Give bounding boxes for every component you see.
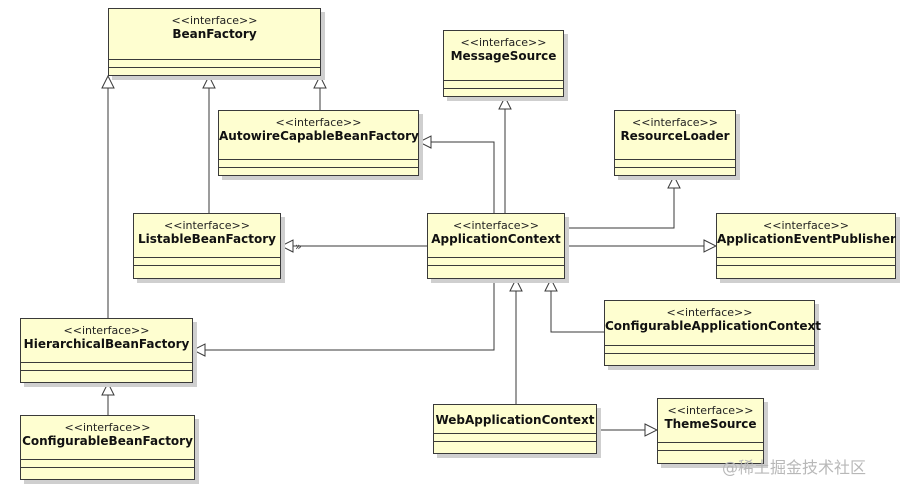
relation-appcontext-to-autowire bbox=[419, 142, 495, 213]
class-listablebeanfactory[interactable]: <<interface>> ListableBeanFactory bbox=[133, 213, 281, 279]
class-name: MessageSource bbox=[450, 49, 557, 63]
class-name: ResourceLoader bbox=[620, 129, 730, 143]
class-messagesource[interactable]: <<interface>> MessageSource bbox=[443, 30, 564, 97]
class-name: ThemeSource bbox=[664, 417, 757, 431]
relation-configurableac-to-appcontext bbox=[551, 279, 604, 333]
class-name: HierarchicalBeanFactory bbox=[23, 337, 190, 351]
class-name: ListableBeanFactory bbox=[138, 232, 276, 246]
class-hierarchicalbeanfactory[interactable]: <<interface>> HierarchicalBeanFactory bbox=[20, 318, 193, 383]
class-applicationcontext[interactable]: <<interface>> ApplicationContext bbox=[427, 213, 565, 279]
class-beanfactory[interactable]: <<interface>> BeanFactory bbox=[108, 8, 321, 76]
stereotype-label: <<interface>> bbox=[64, 421, 151, 434]
watermark-text: @稀土掘金技术社区 bbox=[722, 458, 867, 477]
stereotype-label: <<interface>> bbox=[164, 219, 250, 232]
stereotype-label: <<interface>> bbox=[763, 219, 849, 232]
class-name: ConfigurableApplicationContext bbox=[605, 319, 821, 333]
class-name: BeanFactory bbox=[172, 27, 257, 41]
relation-appcontext-to-resourceloader bbox=[565, 176, 674, 229]
class-name: WebApplicationContext bbox=[435, 413, 595, 427]
stereotype-label: <<interface>> bbox=[171, 14, 258, 27]
class-webapplicationcontext[interactable]: WebApplicationContext bbox=[433, 404, 597, 454]
class-name: AutowireCapableBeanFactory bbox=[219, 129, 419, 143]
class-themesource[interactable]: <<interface>> ThemeSource bbox=[657, 398, 764, 464]
stereotype-label: <<interface>> bbox=[632, 116, 718, 129]
double-chevron-icon: » bbox=[295, 240, 302, 253]
stereotype-label: <<interface>> bbox=[275, 116, 362, 129]
class-name: ConfigurableBeanFactory bbox=[22, 434, 193, 448]
stereotype-label: <<interface>> bbox=[667, 404, 754, 417]
class-configurableapplicationcontext[interactable]: <<interface>> ConfigurableApplicationCon… bbox=[604, 300, 821, 366]
relation-appcontext-to-hierarchical bbox=[193, 279, 495, 350]
class-name: ApplicationContext bbox=[431, 232, 561, 246]
stereotype-label: <<interface>> bbox=[453, 219, 539, 232]
class-name: ApplicationEventPublisher bbox=[717, 232, 896, 246]
class-applicationeventpublisher[interactable]: <<interface>> ApplicationEventPublisher bbox=[716, 213, 896, 279]
stereotype-label: <<interface>> bbox=[666, 306, 753, 319]
stereotype-label: <<interface>> bbox=[63, 324, 150, 337]
class-resourceloader[interactable]: <<interface>> ResourceLoader bbox=[614, 110, 736, 176]
class-configurablebeanfactory[interactable]: <<interface>> ConfigurableBeanFactory bbox=[20, 415, 195, 480]
class-autowirecapablebeanfactory[interactable]: <<interface>> AutowireCapableBeanFactory bbox=[218, 110, 419, 176]
stereotype-label: <<interface>> bbox=[460, 36, 547, 49]
